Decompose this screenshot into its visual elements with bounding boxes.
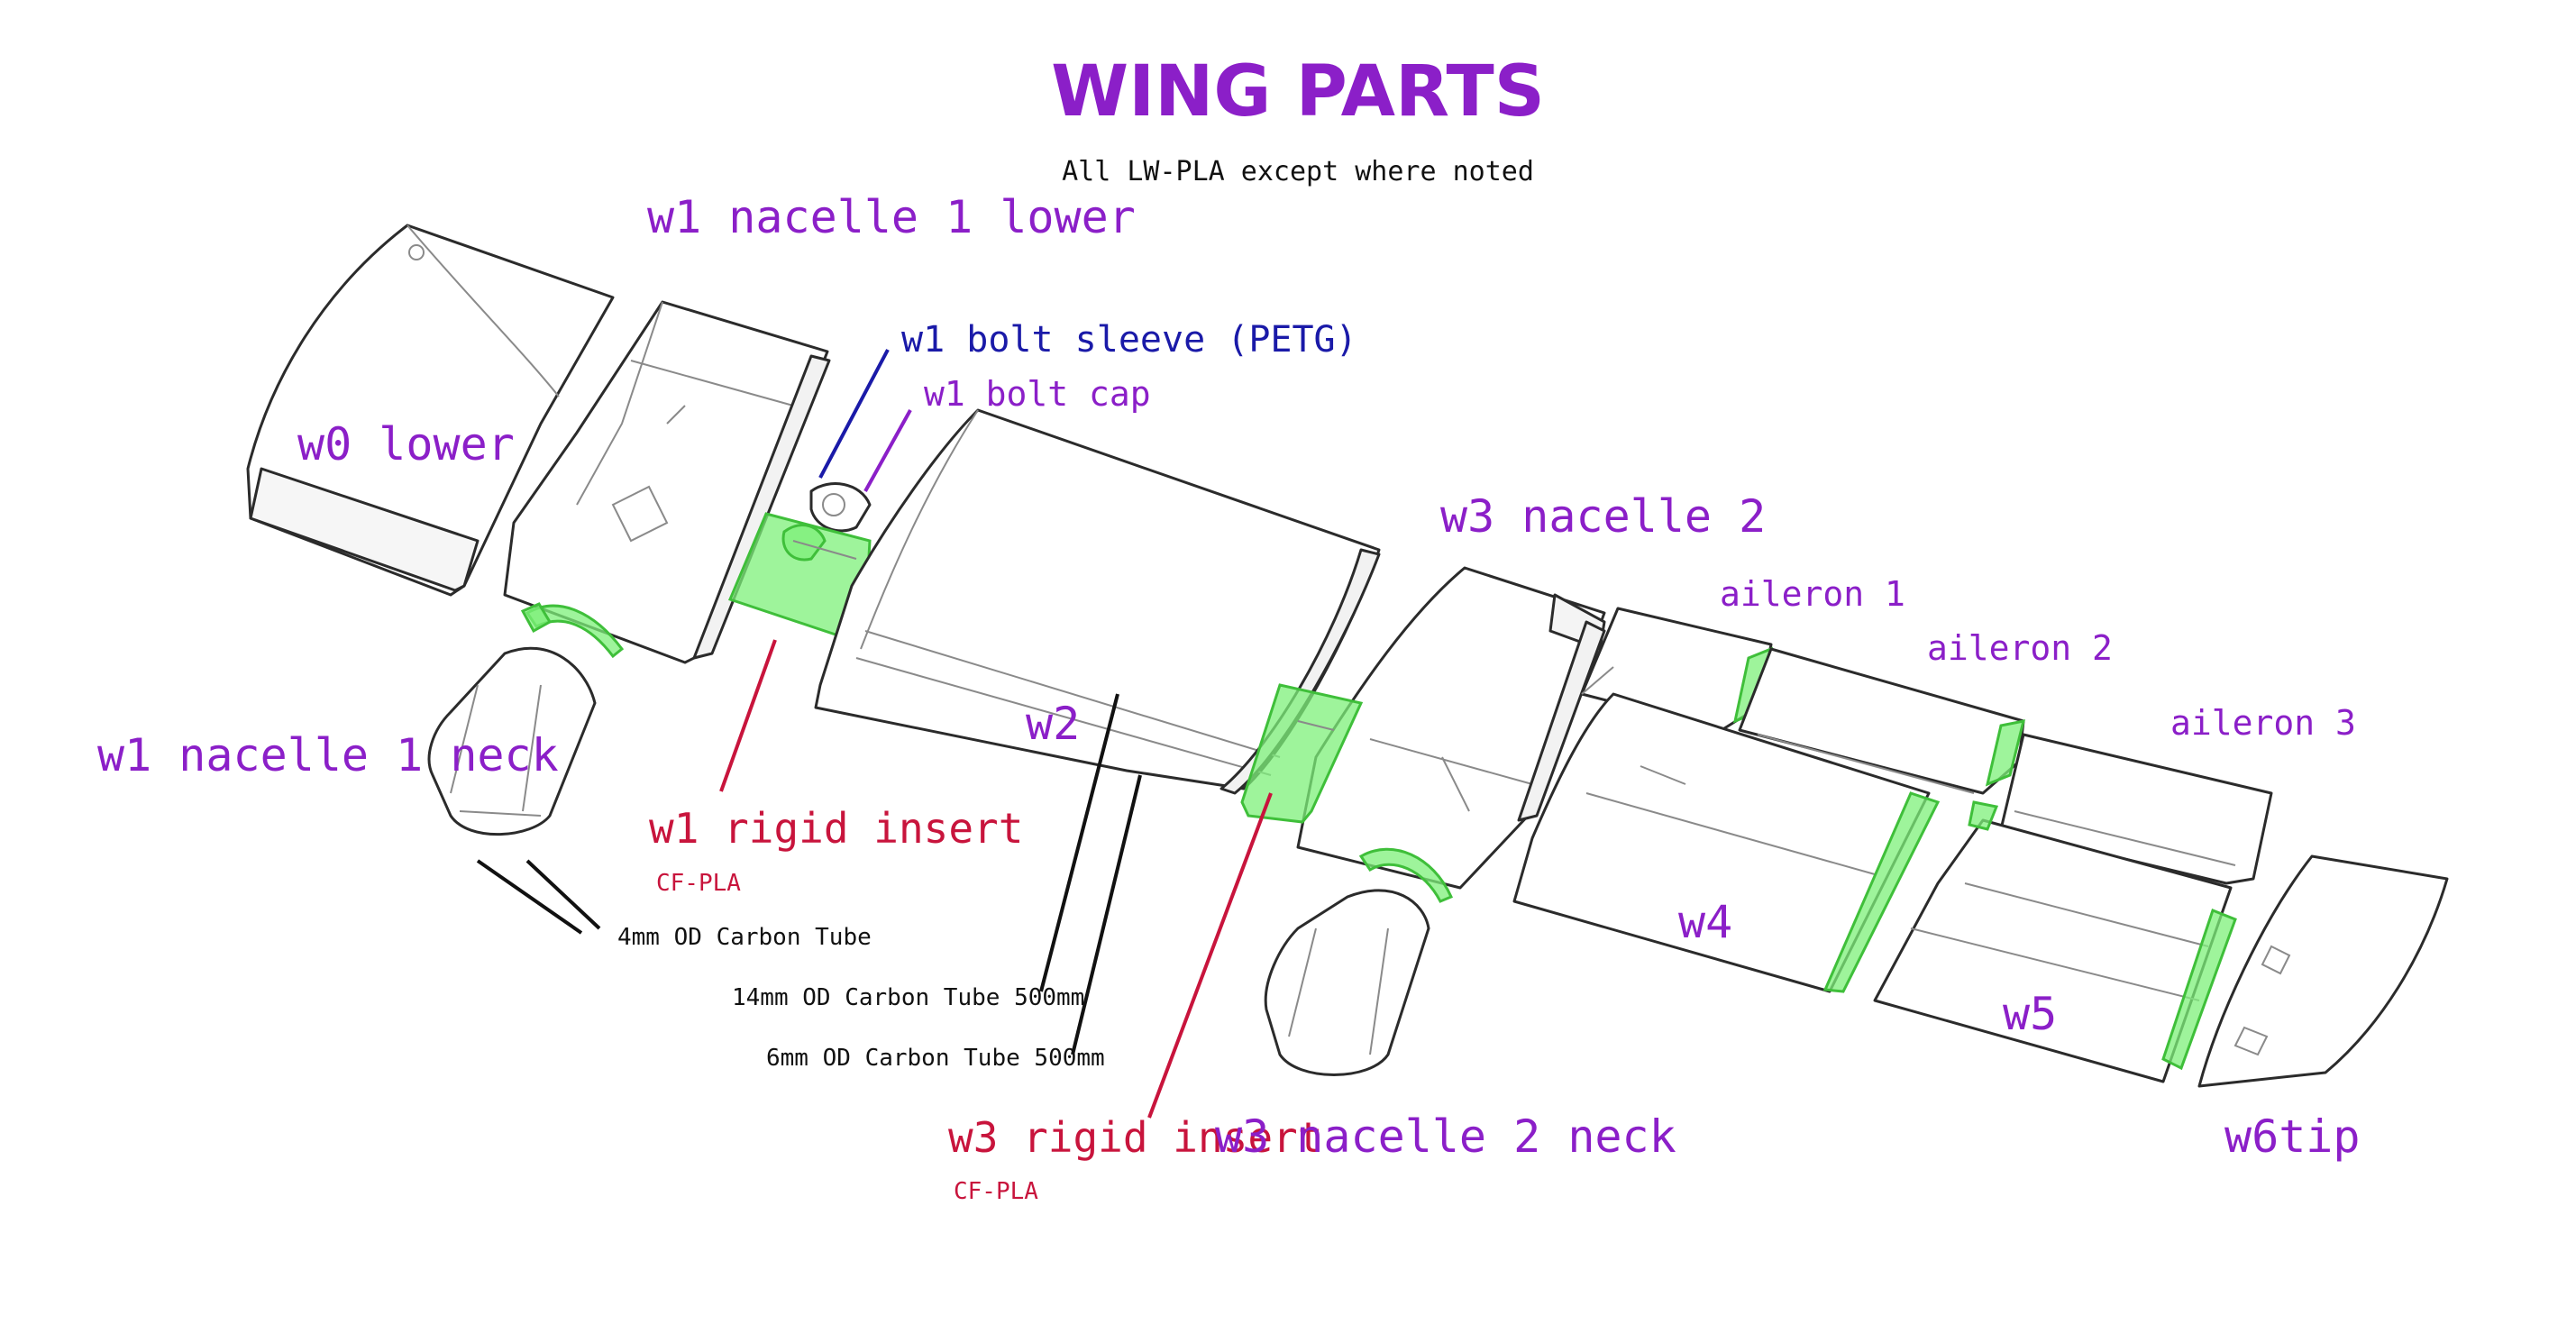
part-w1-rigid-insert (727, 512, 872, 637)
diagram-title: WING PARTS (1051, 51, 1545, 132)
label-w5: w5 (2003, 988, 2057, 1040)
label-w3-rigid-insert-material: CF-PLA (954, 1178, 1038, 1205)
label-w0-lower: w0 lower (297, 418, 515, 471)
part-w3-nacelle-neck (1264, 847, 1453, 1076)
label-w2: w2 (1026, 698, 1080, 750)
label-carbon-6mm: 6mm OD Carbon Tube 500mm (766, 1045, 1105, 1072)
label-carbon-4mm: 4mm OD Carbon Tube (617, 924, 872, 951)
leader-w3-rigid-insert (1147, 792, 1273, 1119)
part-w3-nacelle-2 (1296, 566, 1606, 890)
label-w3-nacelle-2: w3 nacelle 2 (1440, 490, 1766, 543)
label-w1-rigid-insert-material: CF-PLA (656, 870, 741, 897)
part-w0-lower (246, 224, 615, 597)
part-w1-nacelle-neck (427, 602, 625, 836)
leader-carbon-4mm-a (476, 859, 583, 935)
leader-w1-rigid-insert (719, 639, 777, 792)
part-w6-tip (2197, 854, 2449, 1088)
part-w1-nacelle-lower (503, 300, 831, 664)
label-w1-nacelle-lower: w1 nacelle 1 lower (647, 191, 1136, 243)
label-w1-bolt-cap: w1 bolt cap (924, 374, 1151, 414)
leader-carbon-14mm (1039, 693, 1119, 992)
part-w4 (1512, 692, 1941, 993)
leader-carbon-4mm-b (525, 859, 601, 930)
leader-bolt-cap (863, 409, 912, 492)
part-aileron-2 (1738, 647, 2026, 795)
label-carbon-14mm: 14mm OD Carbon Tube 500mm (732, 984, 1084, 1011)
leader-bolt-sleeve (818, 349, 890, 479)
label-w3-nacelle-neck: w3 nacelle 2 neck (1215, 1110, 1676, 1163)
label-w1-nacelle-neck: w1 nacelle 1 neck (97, 729, 559, 781)
leader-carbon-6mm (1071, 774, 1142, 1055)
part-w1-bolt-sleeve (809, 482, 872, 533)
diagram-subtitle: All LW-PLA except where noted (1062, 156, 1534, 187)
part-aileron-3 (1999, 733, 2273, 885)
part-w2 (814, 408, 1381, 795)
label-w1-rigid-insert: w1 rigid insert (649, 804, 1023, 853)
label-w6-tip: w6tip (2224, 1110, 2361, 1163)
label-aileron-3: aileron 3 (2170, 703, 2356, 743)
part-w3-rigid-insert (1240, 683, 1364, 824)
label-aileron-1: aileron 1 (1720, 574, 1905, 614)
label-aileron-2: aileron 2 (1927, 628, 2113, 668)
part-w5 (1873, 800, 2237, 1083)
label-w1-bolt-sleeve: w1 bolt sleeve (PETG) (901, 319, 1357, 361)
label-w3-rigid-insert: w3 rigid insert (948, 1113, 1322, 1162)
label-w4: w4 (1678, 896, 1732, 948)
